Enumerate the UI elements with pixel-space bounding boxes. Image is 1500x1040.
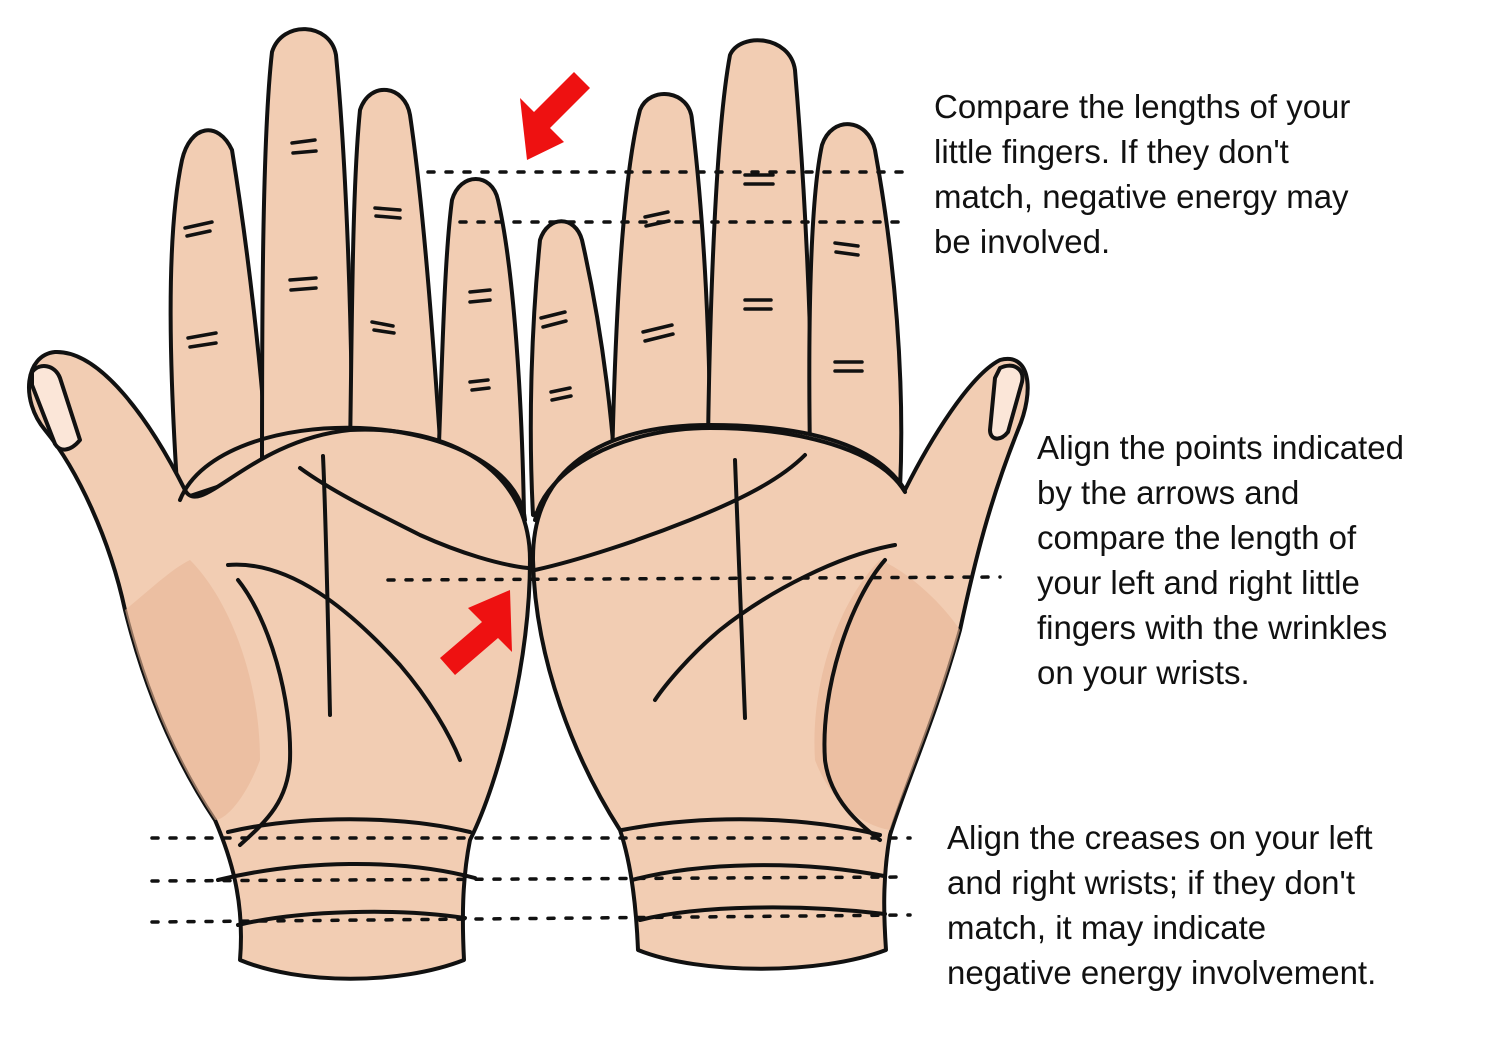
right-hand <box>528 38 1030 971</box>
left-head-line <box>226 562 462 762</box>
right-palm <box>530 356 1030 971</box>
alignment-guides <box>150 170 1002 924</box>
left-index-finger <box>168 128 270 502</box>
caption-arrow-points: Align the points indicated by the arrows… <box>1037 429 1404 691</box>
right-heart-line <box>533 453 807 572</box>
left-life-line <box>236 578 293 847</box>
guide-wrist-crease-3 <box>150 913 912 924</box>
guide-palm-point <box>386 575 1002 582</box>
right-knuckle-creases <box>539 173 864 402</box>
left-thumb-mound-shade <box>125 560 260 820</box>
left-palm-mount-outline <box>178 425 527 522</box>
right-thumb-mound-shade <box>814 560 960 830</box>
left-knuckle-creases <box>183 138 492 392</box>
caption-finger-length: Compare the lengths of your little finge… <box>934 88 1351 260</box>
arrow-fingertip-icon <box>520 72 590 160</box>
left-fate-line <box>321 454 332 717</box>
right-wrist-crease-3 <box>638 905 887 922</box>
right-fate-line <box>733 458 747 720</box>
right-thumb-nail <box>988 363 1025 441</box>
guide-wrist-crease-2 <box>150 875 907 883</box>
left-wrist-crease-1 <box>226 817 472 834</box>
left-little-finger <box>436 177 526 517</box>
left-wrist-crease-2 <box>216 861 477 882</box>
right-life-line <box>822 558 887 842</box>
pointer-arrows <box>440 72 590 675</box>
right-ring-finger <box>610 92 712 467</box>
left-thumb-nail <box>30 364 82 452</box>
right-index-finger <box>807 122 904 492</box>
right-head-line <box>653 543 897 702</box>
left-ring-finger <box>348 88 444 472</box>
caption-wrist-creases: Align the creases on your left and right… <box>947 819 1377 991</box>
right-wrist-crease-2 <box>630 863 886 882</box>
right-wrist-crease-1 <box>620 817 882 837</box>
arrow-palm-point-icon <box>440 590 512 675</box>
left-heart-line <box>298 466 530 570</box>
right-middle-finger <box>706 38 814 457</box>
left-middle-finger <box>260 27 354 472</box>
right-palm-mount-outline <box>533 426 907 522</box>
right-little-finger <box>528 219 617 517</box>
